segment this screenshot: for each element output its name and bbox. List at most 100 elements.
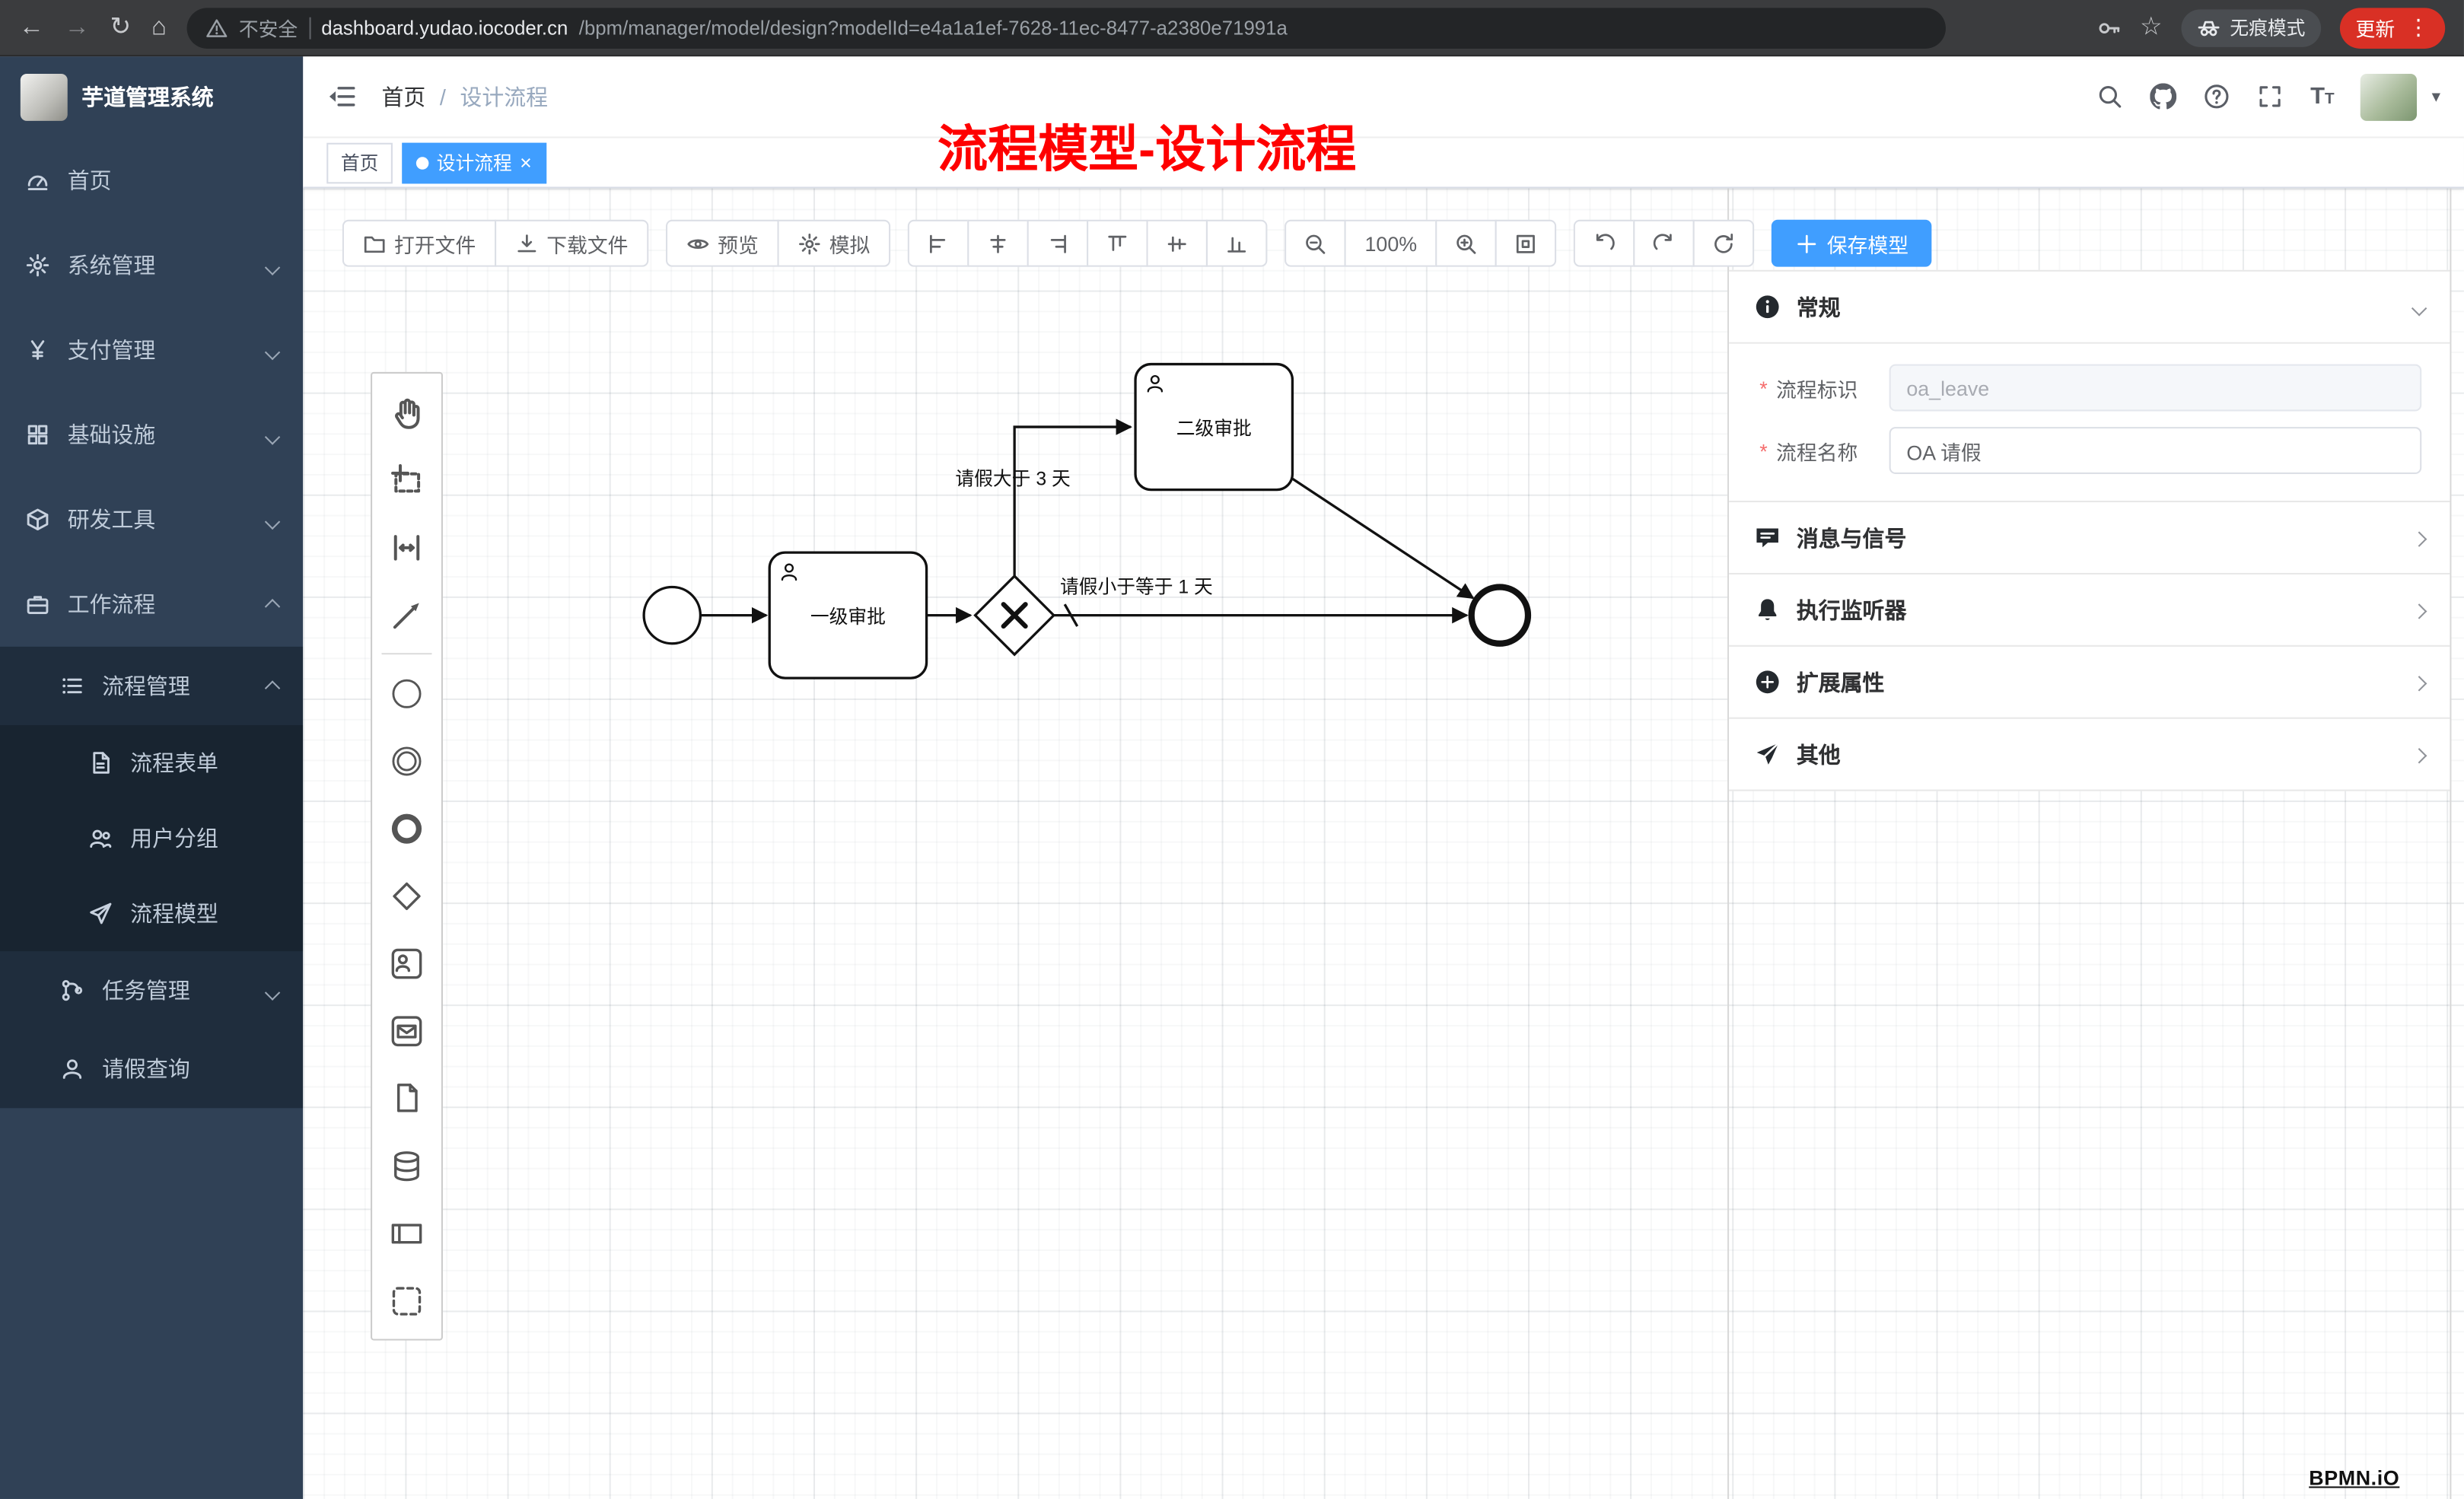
section-execution-listener[interactable]: 执行监听器	[1729, 574, 2450, 647]
sidebar-item-label: 流程模型	[130, 901, 218, 927]
tag-close-icon[interactable]: ×	[520, 151, 532, 174]
designer-toolbar: 打开文件 下载文件 预览 模拟 100%	[342, 219, 1933, 267]
button-label: 打开文件	[393, 233, 476, 257]
section-message-signal[interactable]: 消息与信号	[1729, 502, 2450, 574]
browser-update-button[interactable]: 更新 ⋮	[2339, 7, 2446, 48]
open-file-button[interactable]: 打开文件	[342, 219, 497, 267]
workflow-submenu: 流程管理 流程表单 用户分组 流程模型 任务管理	[0, 646, 304, 1109]
restart-button[interactable]	[1693, 219, 1755, 267]
flow-gateway-to-task2[interactable]	[1013, 419, 1133, 577]
sidebar-item-workflow[interactable]: 工作流程	[0, 562, 303, 646]
section-label: 其他	[1796, 741, 1841, 767]
section-other[interactable]: 其他	[1729, 719, 2450, 791]
task-second-approval[interactable]: 二级审批	[1134, 362, 1294, 492]
simulate-button[interactable]: 模拟	[777, 219, 891, 267]
zoom-fit-button[interactable]	[1495, 219, 1557, 267]
gateway-icon	[390, 878, 424, 912]
align-top-button[interactable]	[1087, 219, 1148, 267]
exclusive-gateway[interactable]	[973, 574, 1056, 657]
palette-lasso-tool[interactable]	[372, 446, 441, 514]
zoom-out-button[interactable]	[1285, 219, 1346, 267]
bookmark-star-icon[interactable]: ☆	[2140, 13, 2163, 40]
chevron-down-icon	[264, 338, 281, 363]
avatar-caret-icon[interactable]: ▾	[2431, 88, 2440, 107]
browser-menu-icon[interactable]: ⋮	[2407, 14, 2430, 40]
task-first-approval[interactable]: 一级审批	[768, 551, 928, 679]
section-extended-properties[interactable]: 扩展属性	[1729, 647, 2450, 719]
palette-create-data-store[interactable]	[372, 1131, 441, 1199]
align-left-button[interactable]	[907, 219, 969, 267]
github-icon[interactable]	[2150, 83, 2177, 110]
search-icon[interactable]	[2096, 83, 2123, 110]
password-key-icon[interactable]	[2096, 15, 2121, 40]
flow-task2-to-end[interactable]	[1291, 477, 1475, 600]
sidebar-item-system[interactable]: 系统管理	[0, 223, 303, 307]
sidebar-item-leave-query[interactable]: 请假查询	[0, 1030, 303, 1108]
sidebar-item-task-management[interactable]: 任务管理	[0, 951, 303, 1030]
zoom-in-button[interactable]	[1435, 219, 1498, 267]
sidebar-item-process-model[interactable]: 流程模型	[0, 876, 303, 951]
help-icon[interactable]	[2204, 83, 2230, 110]
palette-hand-tool[interactable]	[372, 378, 441, 446]
process-key-field: * 流程标识	[1729, 356, 2450, 419]
app-title: 芋道管理系统	[81, 84, 214, 110]
breadcrumb-home[interactable]: 首页	[381, 84, 426, 110]
sidebar-item-payment[interactable]: 支付管理	[0, 307, 303, 392]
user-avatar[interactable]	[2361, 72, 2418, 120]
browser-reload-icon[interactable]: ↻	[110, 13, 132, 40]
screenshot-annotation: 流程模型-设计流程	[938, 120, 1357, 178]
align-center-button[interactable]	[967, 219, 1029, 267]
intermediate-event-icon	[390, 743, 424, 778]
redo-button[interactable]	[1633, 219, 1695, 267]
palette-create-intermediate-event[interactable]	[372, 727, 441, 794]
end-event[interactable]	[1468, 584, 1532, 647]
bpmn-canvas[interactable]: 打开文件 下载文件 预览 模拟 100%	[303, 188, 2464, 1499]
sidebar-item-process-management[interactable]: 流程管理	[0, 647, 303, 725]
tag-design-process[interactable]: 设计流程 ×	[402, 142, 546, 183]
menu-fold-icon[interactable]	[326, 81, 356, 111]
align-middle-button[interactable]	[1146, 219, 1208, 267]
url-host: dashboard.yudao.iocoder.cn	[321, 16, 568, 39]
align-right-button[interactable]	[1027, 219, 1089, 267]
fullscreen-icon[interactable]	[2257, 83, 2284, 110]
properties-panel: 常规 * 流程标识 * 流程名称	[1729, 269, 2450, 791]
sidebar-item-home[interactable]: 首页	[0, 138, 303, 223]
palette-create-end-event[interactable]	[372, 794, 441, 862]
redo-icon	[1653, 231, 1676, 255]
download-file-button[interactable]: 下载文件	[495, 219, 649, 267]
preview-button[interactable]: 预览	[666, 219, 779, 267]
url-bar[interactable]: 不安全 dashboard.yudao.iocoder.cn/bpm/manag…	[186, 7, 1947, 48]
section-general[interactable]: 常规	[1729, 272, 2450, 344]
grid-icon	[25, 422, 50, 447]
palette-create-start-event[interactable]	[372, 659, 441, 727]
palette-create-receive-task[interactable]	[372, 997, 441, 1065]
undo-button[interactable]	[1574, 219, 1635, 267]
palette-create-participant[interactable]	[372, 1199, 441, 1267]
palette-global-connect-tool[interactable]	[372, 581, 441, 648]
tag-home[interactable]: 首页	[326, 142, 393, 183]
field-label: 流程标识	[1776, 377, 1858, 402]
process-name-input[interactable]	[1889, 427, 2422, 474]
bpmn-io-watermark[interactable]: BPMN.iO	[2309, 1466, 2400, 1490]
sidebar-item-devtools[interactable]: 研发工具	[0, 477, 303, 562]
briefcase-icon	[25, 592, 50, 617]
palette-create-exclusive-gateway[interactable]	[372, 861, 441, 929]
sidebar-item-process-form[interactable]: 流程表单	[0, 725, 303, 800]
zoom-level-button[interactable]: 100%	[1344, 219, 1437, 267]
browser-forward-icon[interactable]: →	[64, 13, 90, 40]
start-event[interactable]	[642, 585, 702, 645]
sidebar-item-infrastructure[interactable]: 基础设施	[0, 393, 303, 477]
palette-space-tool[interactable]	[372, 514, 441, 581]
palette-create-group[interactable]	[372, 1267, 441, 1335]
browser-back-icon[interactable]: ←	[18, 13, 44, 40]
save-model-button[interactable]: 保存模型	[1772, 219, 1933, 267]
properties-panel-region: 常规 * 流程标识 * 流程名称	[1727, 188, 2464, 1499]
align-bottom-button[interactable]	[1206, 219, 1268, 267]
palette-create-data-object[interactable]	[372, 1065, 441, 1132]
palette-create-user-task[interactable]	[372, 929, 441, 997]
sidebar-item-user-group[interactable]: 用户分组	[0, 800, 303, 876]
browser-home-icon[interactable]: ⌂	[151, 13, 167, 40]
process-key-input[interactable]	[1889, 364, 2422, 412]
sidebar-logo[interactable]: 芋道管理系统	[0, 56, 303, 138]
